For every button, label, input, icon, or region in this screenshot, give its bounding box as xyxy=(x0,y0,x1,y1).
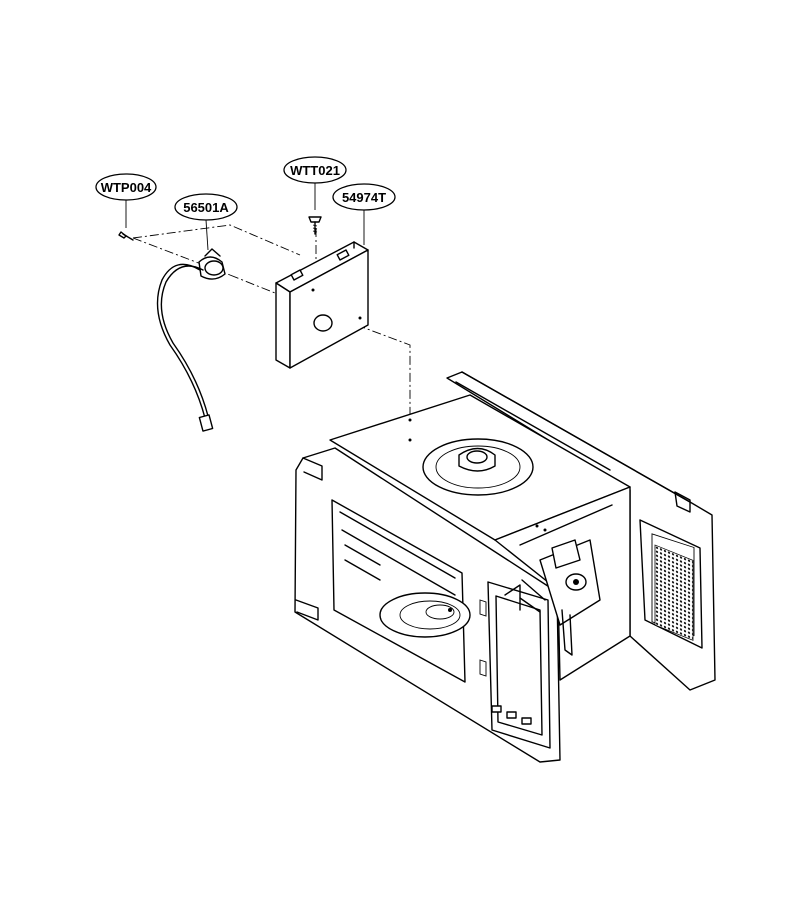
vent-perforation xyxy=(654,544,694,641)
lamp-socket-56501a[interactable] xyxy=(156,248,226,432)
microwave-cavity-housing[interactable] xyxy=(294,371,716,763)
callout-56501a[interactable]: 56501A xyxy=(174,193,238,251)
callout-54974t-text: 54974T xyxy=(342,190,386,205)
callout-54974t[interactable]: 54974T xyxy=(332,183,396,245)
screw-wtt021[interactable] xyxy=(308,216,322,235)
lamp-bracket-54974t[interactable] xyxy=(275,241,369,369)
callout-56501a-text: 56501A xyxy=(183,200,229,215)
screw-wtp004[interactable] xyxy=(118,231,134,241)
callout-wtp004-text: WTP004 xyxy=(101,180,152,195)
callout-wtt021[interactable]: WTT021 xyxy=(283,156,347,210)
callout-wtp004[interactable]: WTP004 xyxy=(95,173,157,228)
callout-wtt021-text: WTT021 xyxy=(290,163,340,178)
